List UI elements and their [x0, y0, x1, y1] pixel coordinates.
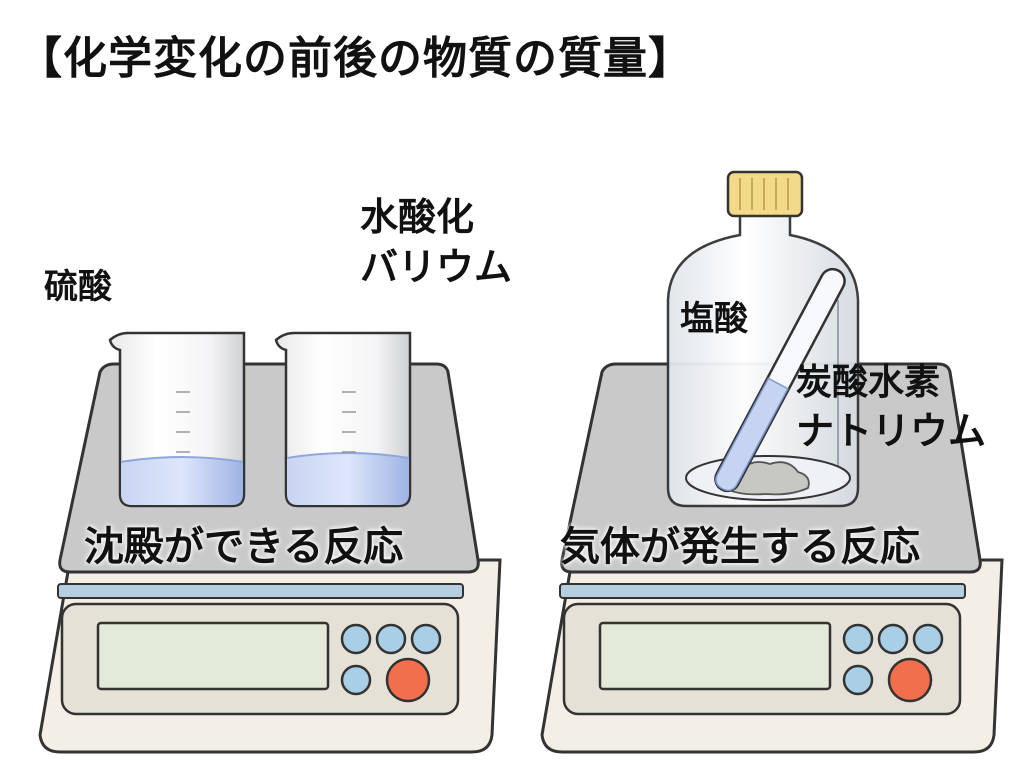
right-scale-strip [559, 583, 966, 599]
left-scale-button-4 [340, 664, 372, 696]
caption-gas-reaction: 気体が発生する反応 [560, 524, 920, 570]
label-barium-hydroxide-line2: バリウム [360, 245, 513, 289]
label-sodium-bicarbonate-line1: 炭酸水素 [796, 362, 941, 403]
right-scale-button-1 [842, 623, 874, 655]
right-scale-button-2 [877, 623, 909, 655]
left-scale-strip [57, 583, 464, 599]
beaker-barium-hydroxide [274, 331, 412, 508]
right-scale-button-4 [842, 664, 874, 696]
left-scale-button-red [385, 657, 431, 703]
left-scale-button-2 [375, 623, 407, 655]
left-scale-button-3 [410, 623, 442, 655]
left-scale-button-1 [340, 623, 372, 655]
sealed-bottle [666, 170, 860, 508]
right-scale-button-red [887, 657, 933, 703]
beaker-sulfuric-acid [108, 331, 246, 508]
caption-precipitation-reaction: 沈殿ができる反応 [84, 524, 404, 570]
label-sulfuric-acid: 硫酸 [44, 267, 112, 307]
page-title: 【化学変化の前後の物質の質量】 [18, 33, 693, 84]
bottle-cap [726, 170, 804, 218]
right-scale-button-3 [912, 623, 944, 655]
right-scale-display [598, 621, 832, 691]
label-sodium-bicarbonate-line2: ナトリウム [796, 409, 987, 453]
label-hydrochloric-acid: 塩酸 [680, 299, 748, 339]
label-barium-hydroxide-line1: 水酸化 [360, 195, 475, 239]
left-scale-display [96, 621, 330, 691]
